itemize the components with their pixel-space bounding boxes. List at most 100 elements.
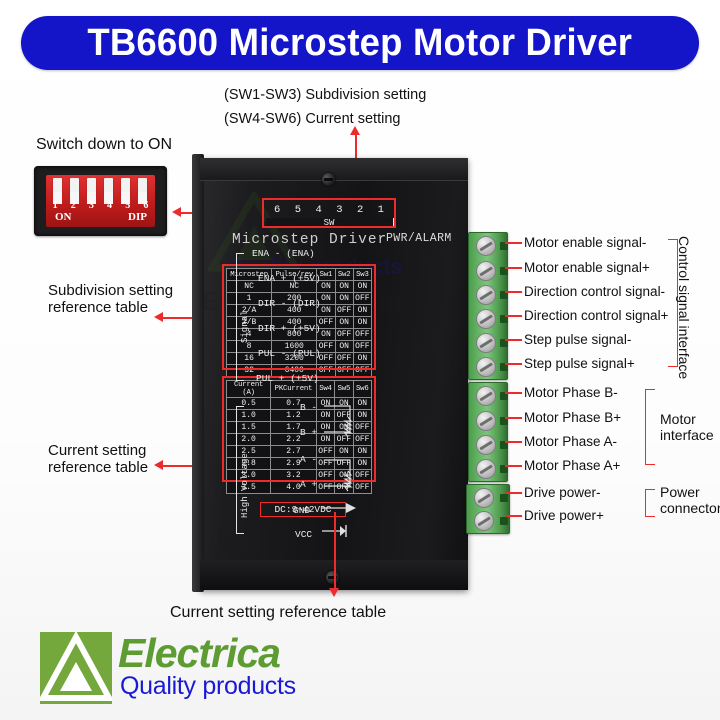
control-group-label: Control signal interface: [676, 236, 692, 380]
leader-dip-arrow: [172, 207, 181, 217]
th-microstep: Microstep: [225, 268, 273, 281]
leader-sw-arrow: [350, 126, 360, 135]
dip-number-5: 5: [125, 200, 131, 211]
terminal-notch-9: [500, 441, 508, 449]
dip-number-4: 4: [107, 200, 113, 211]
terminal-notch-3: [500, 291, 508, 299]
sw-current-note: (SW4-SW6) Current setting: [224, 111, 401, 127]
sw-subdivision-note: (SW1-SW3) Subdivision setting: [224, 87, 427, 103]
terminal-screw-9[interactable]: [476, 435, 496, 455]
pin-label-vcc: VCC: [295, 529, 313, 540]
dip-number-2: 2: [70, 200, 76, 211]
th-sw5: Sw5: [334, 380, 354, 398]
terminal-screw-3[interactable]: [476, 285, 496, 305]
board-silkscreen-brand: Microstep Driver: [232, 232, 388, 248]
terminal-notch-4: [500, 315, 508, 323]
tick-7: [505, 392, 522, 394]
dip-switch-body: 1 2 3 4 5 6 ON DIP: [46, 175, 155, 227]
terminal-block-power[interactable]: [466, 484, 510, 534]
control-group-bracket: [668, 239, 678, 367]
terminal-notch-1: [500, 242, 508, 250]
terminal-screw-2[interactable]: [476, 261, 496, 281]
logo-wordmark: Electrica: [118, 630, 281, 676]
leader-current-arrow: [154, 460, 163, 470]
terminal-screw-10[interactable]: [476, 459, 496, 479]
board-sw-numbers: 6 5 4 3 2 1: [270, 202, 388, 217]
terminal-screw-4[interactable]: [476, 309, 496, 329]
subdivision-table-highlight-box: [222, 264, 376, 370]
coil-symbols: [322, 405, 356, 537]
pin-label-gnd: GND: [293, 505, 311, 516]
dip-number-1: 1: [52, 200, 58, 211]
leader-bottom-caption: [334, 512, 336, 590]
dc-rating-box: DC:9~42VDC: [260, 502, 346, 517]
terminal-screw-12[interactable]: [474, 511, 494, 531]
terminal-label-9: Motor Phase A-: [524, 434, 618, 449]
terminal-label-11: Drive power-: [524, 485, 601, 500]
terminal-notch-5: [500, 339, 508, 347]
dip-lever-2[interactable]: [70, 178, 79, 204]
th-current: Current (A): [225, 380, 272, 398]
dip-lever-5[interactable]: [121, 178, 130, 204]
tick-2: [505, 267, 522, 269]
page-title: TB6600 Microstep Motor Driver: [87, 21, 633, 64]
board-sw-num-5: 5: [294, 203, 302, 216]
dip-dip-label: DIP: [128, 211, 147, 223]
tick-5: [505, 339, 522, 341]
terminal-screw-5[interactable]: [476, 333, 496, 353]
board-top-edge: [200, 158, 468, 180]
board-sw-header: 6 5 4 3 2 1 SW: [266, 202, 394, 228]
pin-label-dir-minus: DIR - (DIR): [258, 298, 321, 309]
title-banner: TB6600 Microstep Motor Driver: [21, 16, 699, 70]
terminal-screw-11[interactable]: [474, 488, 494, 508]
sw-header-highlight-box: [262, 198, 396, 228]
tick-10: [505, 465, 522, 467]
terminal-block-motor[interactable]: [468, 382, 508, 482]
terminal-screw-8[interactable]: [476, 411, 496, 431]
terminal-notch-11: [500, 494, 508, 502]
dip-on-label: ON: [55, 211, 72, 223]
dip-lever-1[interactable]: [53, 178, 62, 204]
dip-switch-photo[interactable]: 1 2 3 4 5 6 ON DIP: [34, 166, 167, 236]
pin-label-ena-plus: ENA + (+5V): [258, 273, 321, 284]
high-voltage-group-label: High Voltage: [240, 453, 250, 518]
leader-bottom-arrow: [329, 588, 339, 597]
dip-lever-4[interactable]: [104, 178, 113, 204]
pin-label-pul-minus: PUL - (PUL): [258, 348, 321, 359]
terminal-block-control[interactable]: [468, 232, 508, 380]
pin-label-dir-plus: DIR + (+5V): [258, 323, 321, 334]
logo-a-triangle-icon: [37, 630, 115, 701]
terminal-screw-7[interactable]: [476, 386, 496, 406]
board-sw-num-4: 4: [315, 203, 322, 216]
high-voltage-group-bracket: [236, 406, 244, 534]
board-sw-num-2: 2: [356, 203, 364, 216]
dip-lever-6[interactable]: [138, 178, 147, 204]
signal-group-label: Signal: [240, 310, 250, 343]
tick-8: [505, 417, 522, 419]
terminal-screw-6[interactable]: [476, 357, 496, 377]
motor-group-bracket: [645, 389, 655, 465]
bottom-caption: Current setting reference table: [170, 604, 387, 621]
terminal-notch-6: [500, 363, 508, 371]
board-sw-num-3: 3: [336, 203, 343, 216]
board-screw-bottom: [326, 571, 339, 584]
dip-number-6: 6: [143, 200, 149, 211]
tick-12: [505, 515, 522, 517]
terminal-screw-1[interactable]: [476, 236, 496, 256]
dip-lever-3[interactable]: [87, 178, 96, 204]
terminal-notch-7: [500, 392, 508, 400]
logo-tagline: Quality products: [120, 672, 296, 700]
terminal-notch-10: [500, 465, 508, 473]
